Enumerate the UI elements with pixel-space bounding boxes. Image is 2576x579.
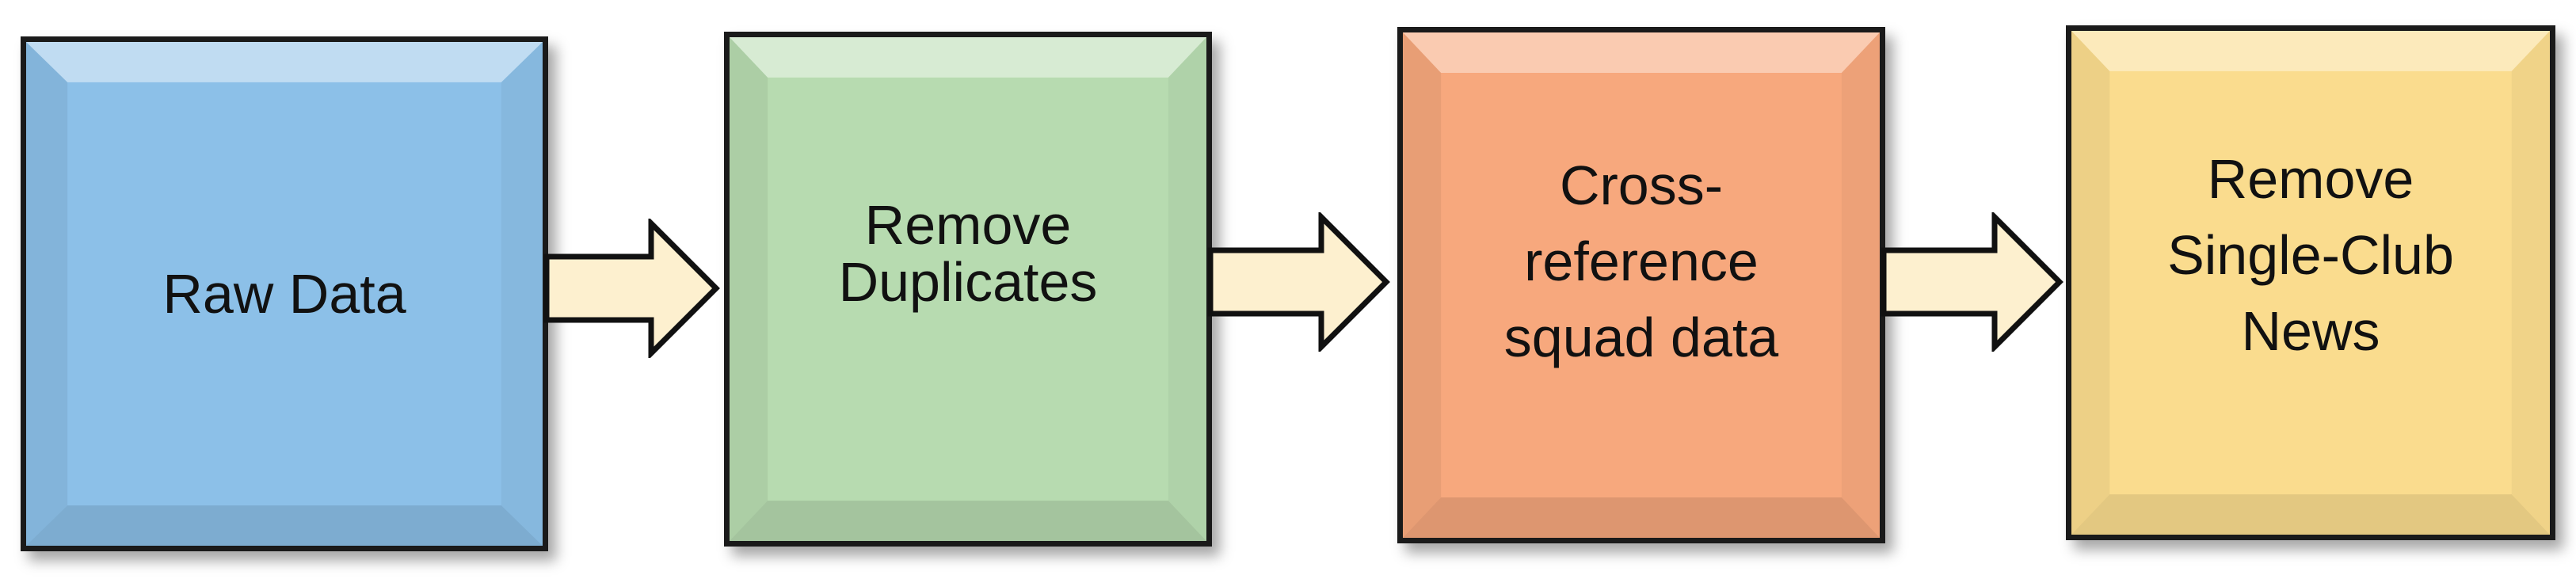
step-label-line: Remove bbox=[864, 194, 1072, 256]
box-bevel bbox=[1403, 32, 1880, 538]
step-label-line: Remove bbox=[2207, 148, 2414, 210]
step-label: Remove Single-Club News bbox=[2071, 31, 2550, 535]
step-remove-duplicates-box: Remove Duplicates bbox=[724, 32, 1212, 547]
box-bevel bbox=[2071, 31, 2550, 535]
step-label: Remove Duplicates bbox=[730, 37, 1206, 541]
step-label-line: Cross- bbox=[1559, 154, 1724, 216]
step-remove-single-club-news-box: Remove Single-Club News bbox=[2066, 25, 2555, 540]
box-bevel bbox=[26, 42, 543, 546]
step-label-line: Duplicates bbox=[838, 251, 1098, 313]
step-label-line: News bbox=[2241, 300, 2380, 362]
step-label-line: squad data bbox=[1503, 307, 1779, 368]
step-label: Raw Data bbox=[26, 42, 543, 546]
right-arrow-icon bbox=[543, 219, 720, 358]
right-arrow-icon bbox=[1207, 212, 1390, 352]
step-cross-reference-box: Cross- reference squad data bbox=[1397, 27, 1885, 543]
step-label: Cross- reference squad data bbox=[1403, 32, 1880, 538]
box-bevel bbox=[730, 37, 1206, 541]
step-label-line: Raw Data bbox=[162, 263, 406, 325]
right-arrow-icon bbox=[1881, 212, 2063, 352]
step-label-line: Single-Club bbox=[2167, 224, 2454, 286]
step-label-line: reference bbox=[1524, 230, 1759, 292]
step-raw-data-box: Raw Data bbox=[21, 36, 548, 551]
